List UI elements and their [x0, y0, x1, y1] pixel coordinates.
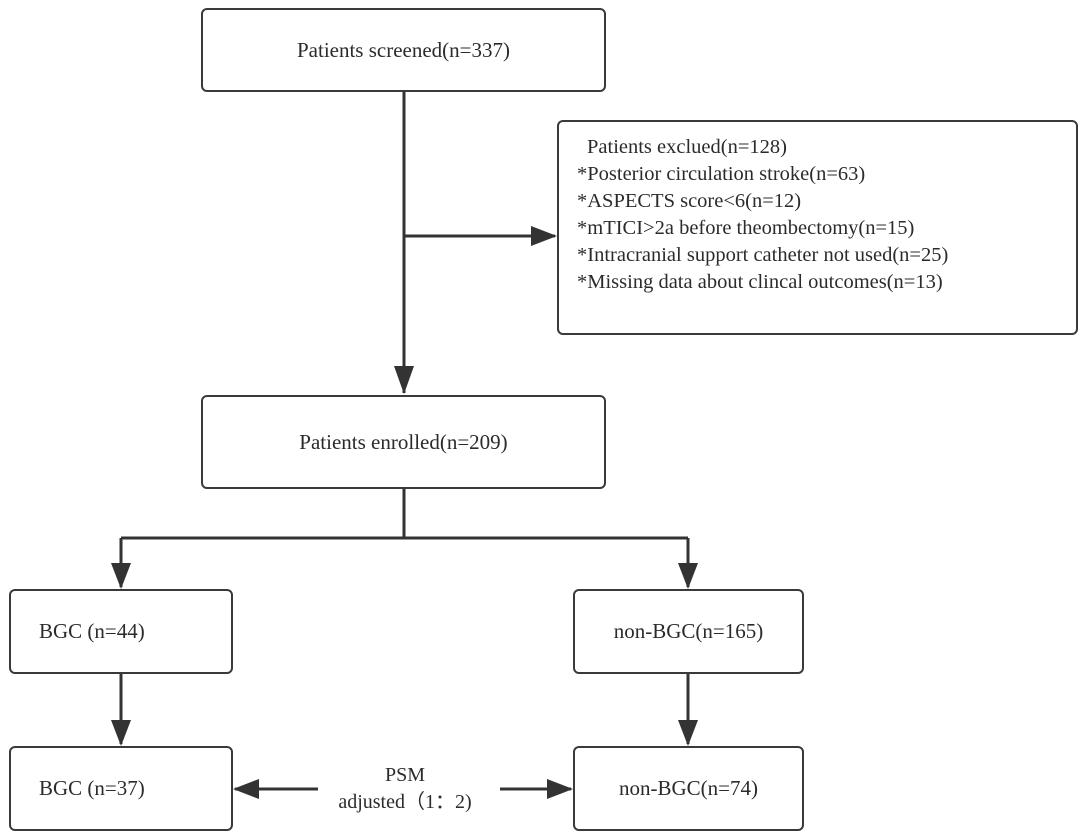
exclusion-criterion: *Intracranial support catheter not used(… [577, 244, 949, 266]
psm-ratio-label: adjusted（1：2) [338, 791, 472, 813]
non-bgc-initial-box: non-BGC(n=165) [573, 589, 804, 674]
non-bgc-initial-label: non-BGC(n=165) [613, 619, 764, 643]
exclusion-criterion: *ASPECTS score<6(n=12) [577, 190, 802, 212]
arrowhead-bgc-matched [111, 720, 131, 746]
non-bgc-matched-box: non-BGC(n=74) [573, 746, 804, 831]
arrowhead-psm-right [547, 779, 573, 799]
non-bgc-matched-label: non-BGC(n=74) [618, 776, 758, 800]
arrowhead-non-bgc-matched [678, 720, 698, 746]
bgc-initial-box: BGC (n=44) [9, 589, 233, 674]
arrowhead-non-bgc [678, 563, 698, 589]
exclusion-criterion: *Missing data about clincal outcomes(n=1… [577, 271, 943, 293]
patients-excluded-header: Patients exclued(n=128) [587, 136, 787, 158]
arrowhead-excluded [531, 226, 557, 246]
patients-screened-label: Patients screened(n=337) [296, 37, 511, 62]
bgc-initial-label: BGC (n=44) [39, 619, 145, 643]
exclusion-criterion: *mTICI>2a before theombectomy(n=15) [577, 217, 915, 239]
patients-enrolled-label: Patients enrolled(n=209) [299, 429, 508, 454]
patients-excluded-box: Patients exclued(n=128) *Posterior circu… [557, 120, 1078, 335]
psm-label: PSM [384, 764, 426, 786]
arrowhead-psm-left [233, 779, 259, 799]
arrowhead-enrolled [394, 366, 414, 394]
patients-screened-box: Patients screened(n=337) [201, 8, 606, 92]
arrowhead-bgc [111, 563, 131, 589]
bgc-matched-label: BGC (n=37) [39, 776, 145, 800]
patients-enrolled-box: Patients enrolled(n=209) [201, 395, 606, 489]
exclusion-criterion: *Posterior circulation stroke(n=63) [577, 163, 866, 185]
bgc-matched-box: BGC (n=37) [9, 746, 233, 831]
